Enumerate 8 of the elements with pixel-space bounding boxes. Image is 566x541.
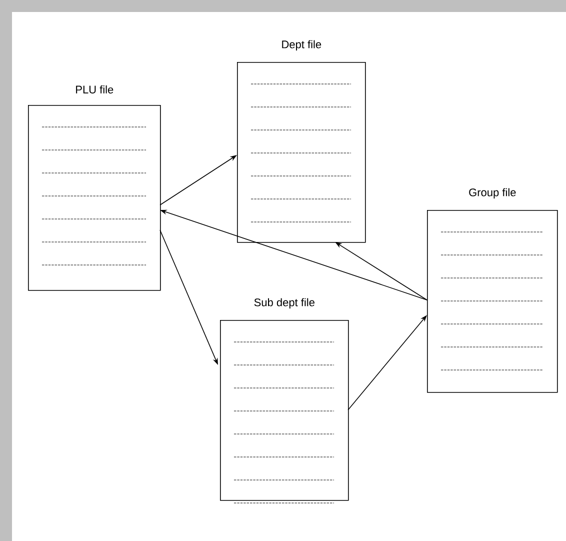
node-label: Group file — [469, 188, 516, 198]
document-box: Dept file — [237, 40, 366, 243]
document-box: PLU file — [28, 85, 161, 291]
document-box: Group file — [427, 188, 558, 393]
node-label: PLU file — [76, 85, 114, 94]
document-box: Sub dept file — [220, 298, 349, 504]
node-label: Sub dept file — [254, 298, 314, 308]
node-label: Dept file — [282, 40, 322, 50]
